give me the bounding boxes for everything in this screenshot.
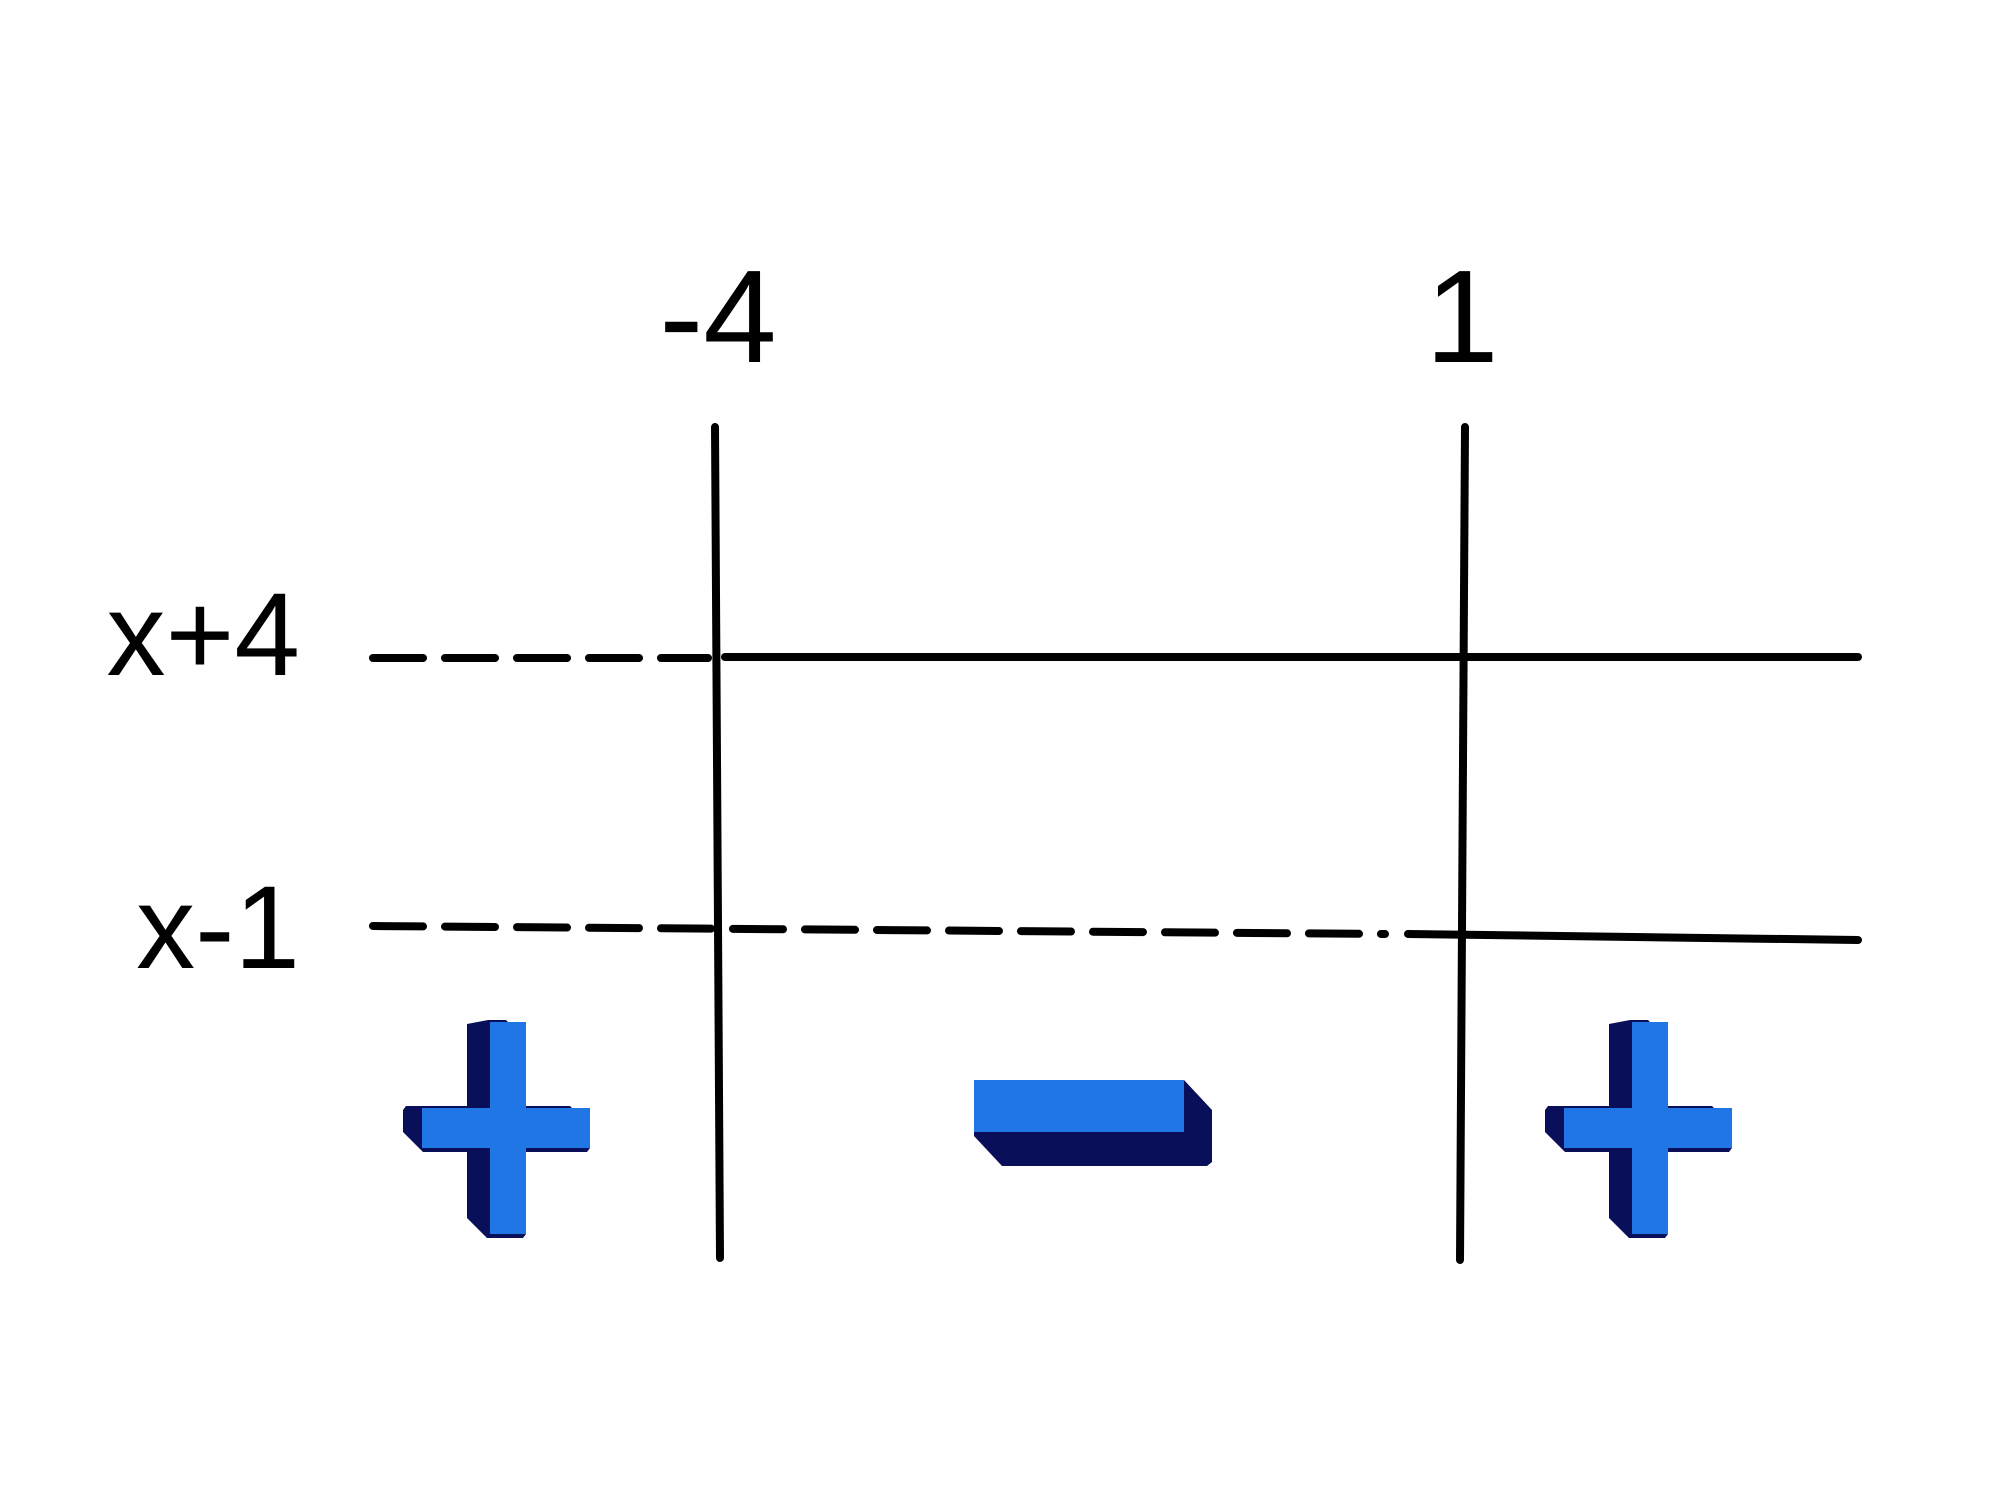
factor-row-x-minus-1-positive (1404, 930, 1862, 944)
boundary-line-1 (1456, 423, 1469, 1264)
boundary-line-neg4 (711, 423, 724, 1262)
plus-sign-icon (1545, 1020, 1732, 1238)
plus-sign-icon (403, 1020, 590, 1238)
critical-point-label-1: 1 (1425, 243, 1498, 390)
critical-point-label-neg4: -4 (659, 243, 776, 390)
factor-label-x-plus-4: x+4 (106, 569, 300, 701)
minus-sign-icon (974, 1080, 1212, 1166)
factor-label-x-minus-1: x-1 (136, 862, 300, 994)
factor-row-x-minus-1-negative (369, 922, 1389, 938)
